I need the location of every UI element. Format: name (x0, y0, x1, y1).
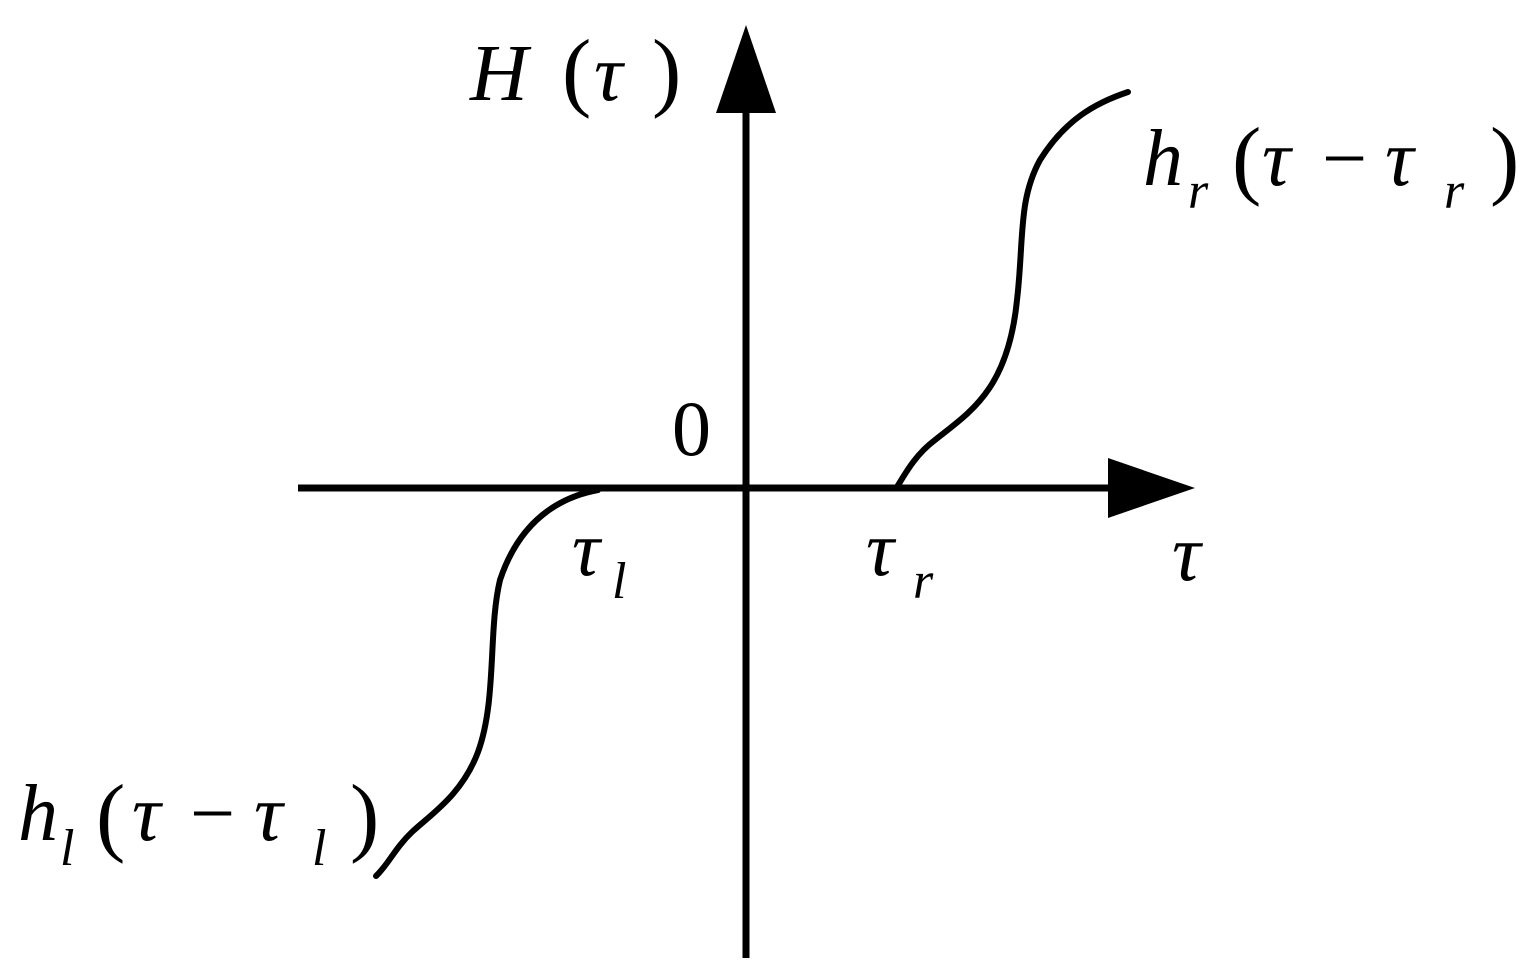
y-axis-label: H ( τ ) (469, 23, 681, 120)
tau-l-label: τ l (572, 505, 626, 610)
curve-right-label: h r ( τ − τ r ) (1143, 111, 1519, 220)
curve-h-l (373, 487, 601, 879)
y-axis-arrowhead (716, 25, 776, 113)
origin-label: 0 (672, 385, 711, 472)
curve-left-label: h l ( τ − τ l ) (18, 768, 379, 877)
curve-h-r (894, 89, 1131, 490)
x-axis-label: τ (1172, 510, 1204, 598)
x-axis-arrowhead (1108, 458, 1195, 518)
tau-r-label: τ r (866, 505, 934, 610)
